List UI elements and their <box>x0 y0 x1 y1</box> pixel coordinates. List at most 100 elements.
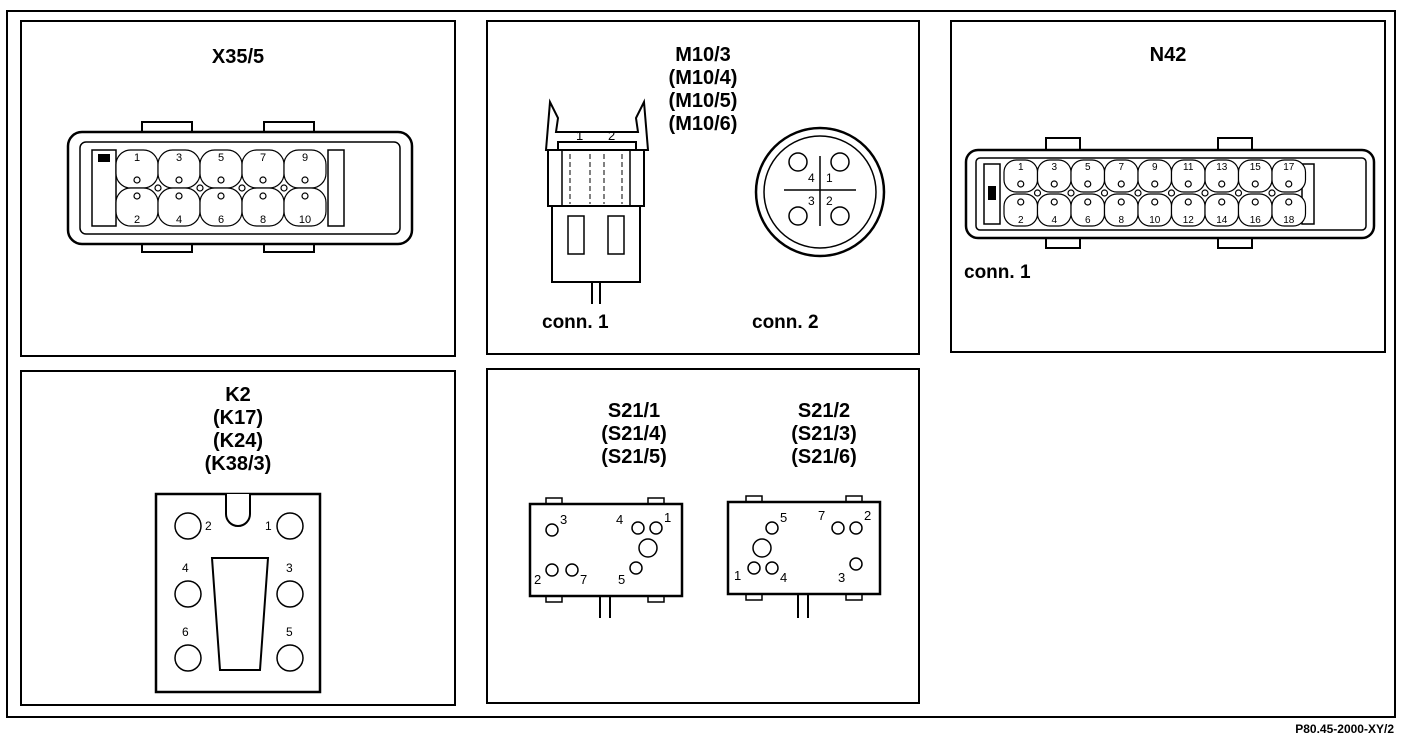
pin-label: 5 <box>286 625 293 639</box>
pin-cavity <box>1271 159 1307 193</box>
relay-title-group: K2 (K17) (K24) (K38/3) <box>22 384 454 476</box>
switch-right-title: S21/2 (S21/3) (S21/6) <box>724 400 924 469</box>
pin-contact <box>1285 198 1293 206</box>
pin-label: 4 <box>808 171 815 185</box>
pin-label: 2 <box>826 194 833 208</box>
pin-label: 2 <box>608 128 615 143</box>
pin-contact <box>301 192 309 200</box>
pin-contact <box>1251 180 1259 188</box>
pin-label: 9 <box>302 152 308 164</box>
pin-contact <box>217 192 225 200</box>
pin-contact <box>133 176 141 184</box>
title-line: S21/2 <box>797 400 851 422</box>
connector-label: conn. 2 <box>752 312 819 333</box>
pin-contact <box>1251 198 1259 206</box>
switch-left-title: S21/1 (S21/4) (S21/5) <box>534 400 734 469</box>
pin-label: 10 <box>299 214 311 226</box>
pin-label: 3 <box>560 512 567 527</box>
title-line: (M10/6) <box>668 113 738 135</box>
latch-hole <box>1234 189 1243 197</box>
pin-label: 8 <box>1118 215 1124 226</box>
pin-label: 4 <box>780 570 787 585</box>
pin-label: 14 <box>1216 215 1228 226</box>
pin-cavity <box>1271 193 1307 227</box>
pin-label: 18 <box>1283 215 1295 226</box>
pin-label: 10 <box>1149 215 1161 226</box>
pin-label: 6 <box>182 625 189 639</box>
pin-label: 1 <box>734 568 741 583</box>
pin-label: 1 <box>576 128 583 143</box>
title-line: (S21/3) <box>791 423 857 445</box>
pin-label: 13 <box>1216 162 1228 173</box>
pin-label: 17 <box>1283 162 1295 173</box>
pin-label: 5 <box>618 572 625 587</box>
pin-label: 6 <box>218 214 224 226</box>
pin-label: 2 <box>534 572 541 587</box>
pin-contact <box>175 192 183 200</box>
pin-label: 1 <box>265 519 272 533</box>
title-line: M10/3 <box>675 44 731 66</box>
pin-contact <box>1117 198 1125 206</box>
relay-k2-drawing: 2 1 4 3 6 5 <box>154 492 322 694</box>
pin-contact <box>1017 180 1025 188</box>
title-line: S21/1 <box>607 400 661 422</box>
latch-hole <box>280 184 288 192</box>
connector-m10-drawing: 1 2 4 1 3 2 <box>544 98 886 304</box>
title-line: (S21/5) <box>601 446 667 468</box>
pin-contact <box>1151 180 1159 188</box>
connector-title: X35/5 <box>211 46 265 68</box>
pin-label: 2 <box>864 508 871 523</box>
latch-hole <box>238 184 246 192</box>
pin-contact <box>1050 180 1058 188</box>
pin-label: 4 <box>616 512 623 527</box>
pin-label: 3 <box>176 152 182 164</box>
connector-label: conn. 1 <box>542 312 609 333</box>
pin-contact <box>259 176 267 184</box>
pin-label: 7 <box>818 508 825 523</box>
pin-label: 16 <box>1250 215 1262 226</box>
title-line: (M10/4) <box>668 67 738 89</box>
pin-label: 4 <box>176 214 182 226</box>
latch-hole <box>1167 189 1176 197</box>
panel-k2: K2 (K17) (K24) (K38/3) 2 1 4 3 6 5 <box>20 370 456 706</box>
pin-label: 1 <box>826 171 833 185</box>
diagram-frame <box>6 10 1396 718</box>
latch-hole <box>1134 189 1142 197</box>
switch-s21-drawing: 3 4 1 2 7 5 5 7 2 1 4 3 <box>528 495 882 618</box>
pin-contact <box>175 176 183 184</box>
pin-contact <box>1017 198 1025 206</box>
pin-label: 7 <box>1118 162 1124 173</box>
title-line: K2 <box>225 384 251 406</box>
pin-label: 5 <box>780 510 787 525</box>
pin-contact <box>1184 198 1192 206</box>
pin-label: 6 <box>1085 215 1091 226</box>
title-line: (S21/4) <box>601 423 667 445</box>
pin-label: 7 <box>260 152 266 164</box>
title-line: (S21/6) <box>791 446 857 468</box>
pin-label: 1 <box>664 510 671 525</box>
pin-label: 3 <box>286 561 293 575</box>
pin-label: 2 <box>205 519 212 533</box>
latch-hole <box>1268 189 1276 197</box>
pin-contact <box>1184 180 1192 188</box>
panel-s21: S21/1 (S21/4) (S21/5) S21/2 (S21/3) (S21… <box>486 368 920 704</box>
latch-hole <box>154 184 162 192</box>
latch-hole <box>1100 189 1109 197</box>
pin-label: 7 <box>580 572 587 587</box>
pin-label: 3 <box>808 194 815 208</box>
latch-hole <box>1067 189 1075 197</box>
pin-label: 3 <box>838 570 845 585</box>
pin-label: 9 <box>1152 162 1158 173</box>
pin-contact <box>259 192 267 200</box>
module-title: N42 <box>1149 44 1187 66</box>
document-reference: P80.45-2000-XY/2 <box>1295 722 1394 736</box>
pin-label: 4 <box>1051 215 1057 226</box>
panel-m10-3: M10/3 (M10/4) (M10/5) (M10/6) 1 2 4 1 3 … <box>486 20 920 355</box>
pin-contact <box>1285 180 1293 188</box>
pin-label: 1 <box>1018 162 1024 173</box>
pin-contact <box>1151 198 1159 206</box>
pin-label: 3 <box>1051 162 1057 173</box>
motor-title-group: M10/3 (M10/4) (M10/5) (M10/6) <box>488 44 918 136</box>
